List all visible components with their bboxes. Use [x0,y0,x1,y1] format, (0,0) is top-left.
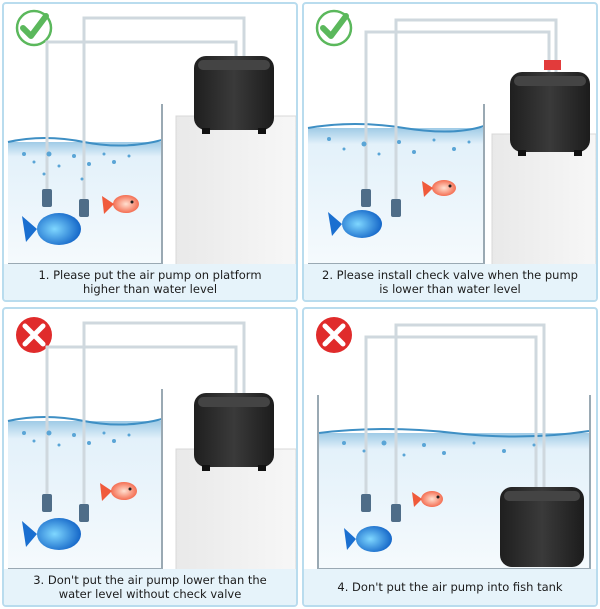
platform [175,448,296,571]
cross-icon [316,317,352,353]
air-stones [361,494,401,522]
scene-pump-inside-tank [316,317,591,570]
betta-fish-red [100,482,137,501]
betta-fish-blue [22,213,81,245]
betta-fish-blue [328,210,382,238]
betta-fish-red [102,195,139,214]
check-valve-icon [544,60,561,70]
panel-3: 3. Don't put the air pump lower than the… [2,307,298,607]
checkmark-icon [15,9,53,47]
betta-fish-blue [344,526,392,552]
air-pump [194,56,274,134]
platform [175,115,296,266]
scene-pump-lower-no-valve [7,317,296,571]
caption: 3. Don't put the air pump lower than the… [4,569,296,605]
air-pump [510,72,590,156]
caption: 4. Don't put the air pump into fish tank [304,569,596,605]
air-pump [194,393,274,471]
air-stones [42,494,89,522]
air-pump [500,487,584,567]
betta-fish-blue [22,518,81,550]
scene-pump-on-platform [7,9,296,266]
panel-4: 4. Don't put the air pump into fish tank [302,307,598,607]
air-stones [361,189,401,217]
bubbles [342,440,536,457]
air-tubes [364,323,546,504]
air-tubes [45,321,246,504]
caption: 1. Please put the air pump on platform h… [4,264,296,300]
checkmark-icon [315,9,353,47]
betta-fish-red [412,491,443,507]
panel-2: 2. Please install check valve when the p… [302,2,598,302]
bubbles [22,151,131,181]
air-stones [42,189,89,217]
caption: 2. Please install check valve when the p… [304,264,596,300]
betta-fish-red [422,180,456,197]
bubbles [22,430,131,447]
cross-icon [16,317,52,353]
scene-check-valve [307,9,596,266]
panel-1: 1. Please put the air pump on platform h… [2,2,298,302]
bubbles [327,137,471,156]
